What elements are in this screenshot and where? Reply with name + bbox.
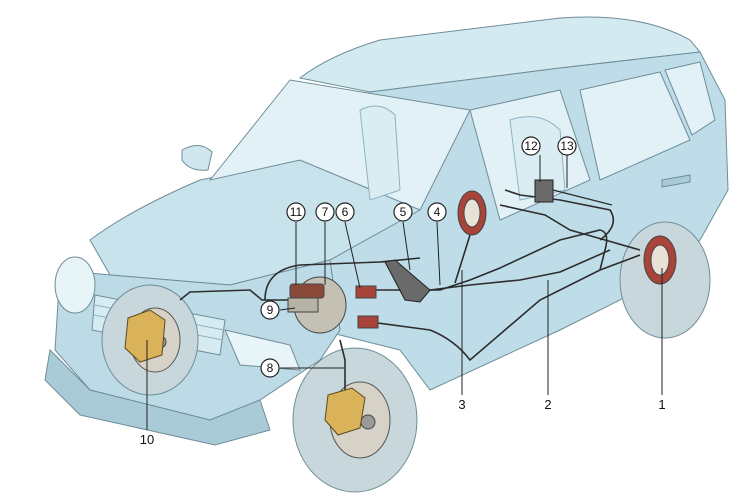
seat-rear — [509, 116, 566, 201]
brake-line-upper — [504, 189, 615, 241]
brake-line-main-rear — [369, 254, 641, 362]
label-9: 9 — [267, 303, 274, 317]
front-right-caliper — [324, 387, 366, 436]
label-3: 3 — [458, 397, 465, 412]
parking-cable-front — [454, 234, 471, 284]
pressure-valve-upper — [355, 285, 377, 299]
brake-line-front-right — [339, 339, 346, 395]
regulator-body — [534, 179, 554, 203]
headlight-left — [54, 256, 96, 314]
windshield — [208, 79, 471, 211]
label-2: 2 — [544, 397, 551, 412]
car-hood — [89, 159, 422, 286]
rear-quarter-window — [664, 61, 716, 136]
label-5: 5 — [400, 205, 407, 219]
side-mirror — [181, 145, 213, 171]
label-11: 11 — [290, 205, 303, 219]
parking-lever-body — [384, 259, 431, 303]
door-handle — [661, 174, 691, 188]
label-1: 1 — [658, 397, 665, 412]
brake-line-to-booster — [264, 257, 421, 301]
headlight-right — [224, 329, 301, 371]
callouts — [146, 155, 663, 430]
label-12: 12 — [524, 139, 538, 153]
car-roof — [298, 16, 701, 93]
label-13: 13 — [560, 139, 574, 153]
brake-line-rear-shoe — [499, 204, 641, 251]
brake-line-front-left — [179, 289, 295, 301]
rear-side-window — [579, 71, 691, 181]
callout-circles — [260, 136, 577, 378]
label-6: 6 — [342, 205, 349, 219]
master-cylinder-body — [287, 297, 319, 313]
label-7: 7 — [322, 205, 329, 219]
seat-front — [359, 105, 401, 201]
brake-components — [124, 179, 677, 436]
label-4: 4 — [434, 205, 441, 219]
front-left-caliper — [124, 309, 166, 363]
fluid-reservoir-body — [289, 283, 325, 299]
pressure-valve-lower — [357, 315, 379, 329]
brake-lines — [179, 189, 641, 395]
label-8: 8 — [267, 361, 274, 375]
parking-cable — [429, 249, 611, 291]
car-bumper — [44, 348, 271, 446]
brake-line-valve — [370, 229, 608, 291]
callout-labels: 11 7 6 5 4 12 13 9 8 10 3 2 1 — [140, 139, 666, 447]
label-10: 10 — [140, 432, 154, 447]
